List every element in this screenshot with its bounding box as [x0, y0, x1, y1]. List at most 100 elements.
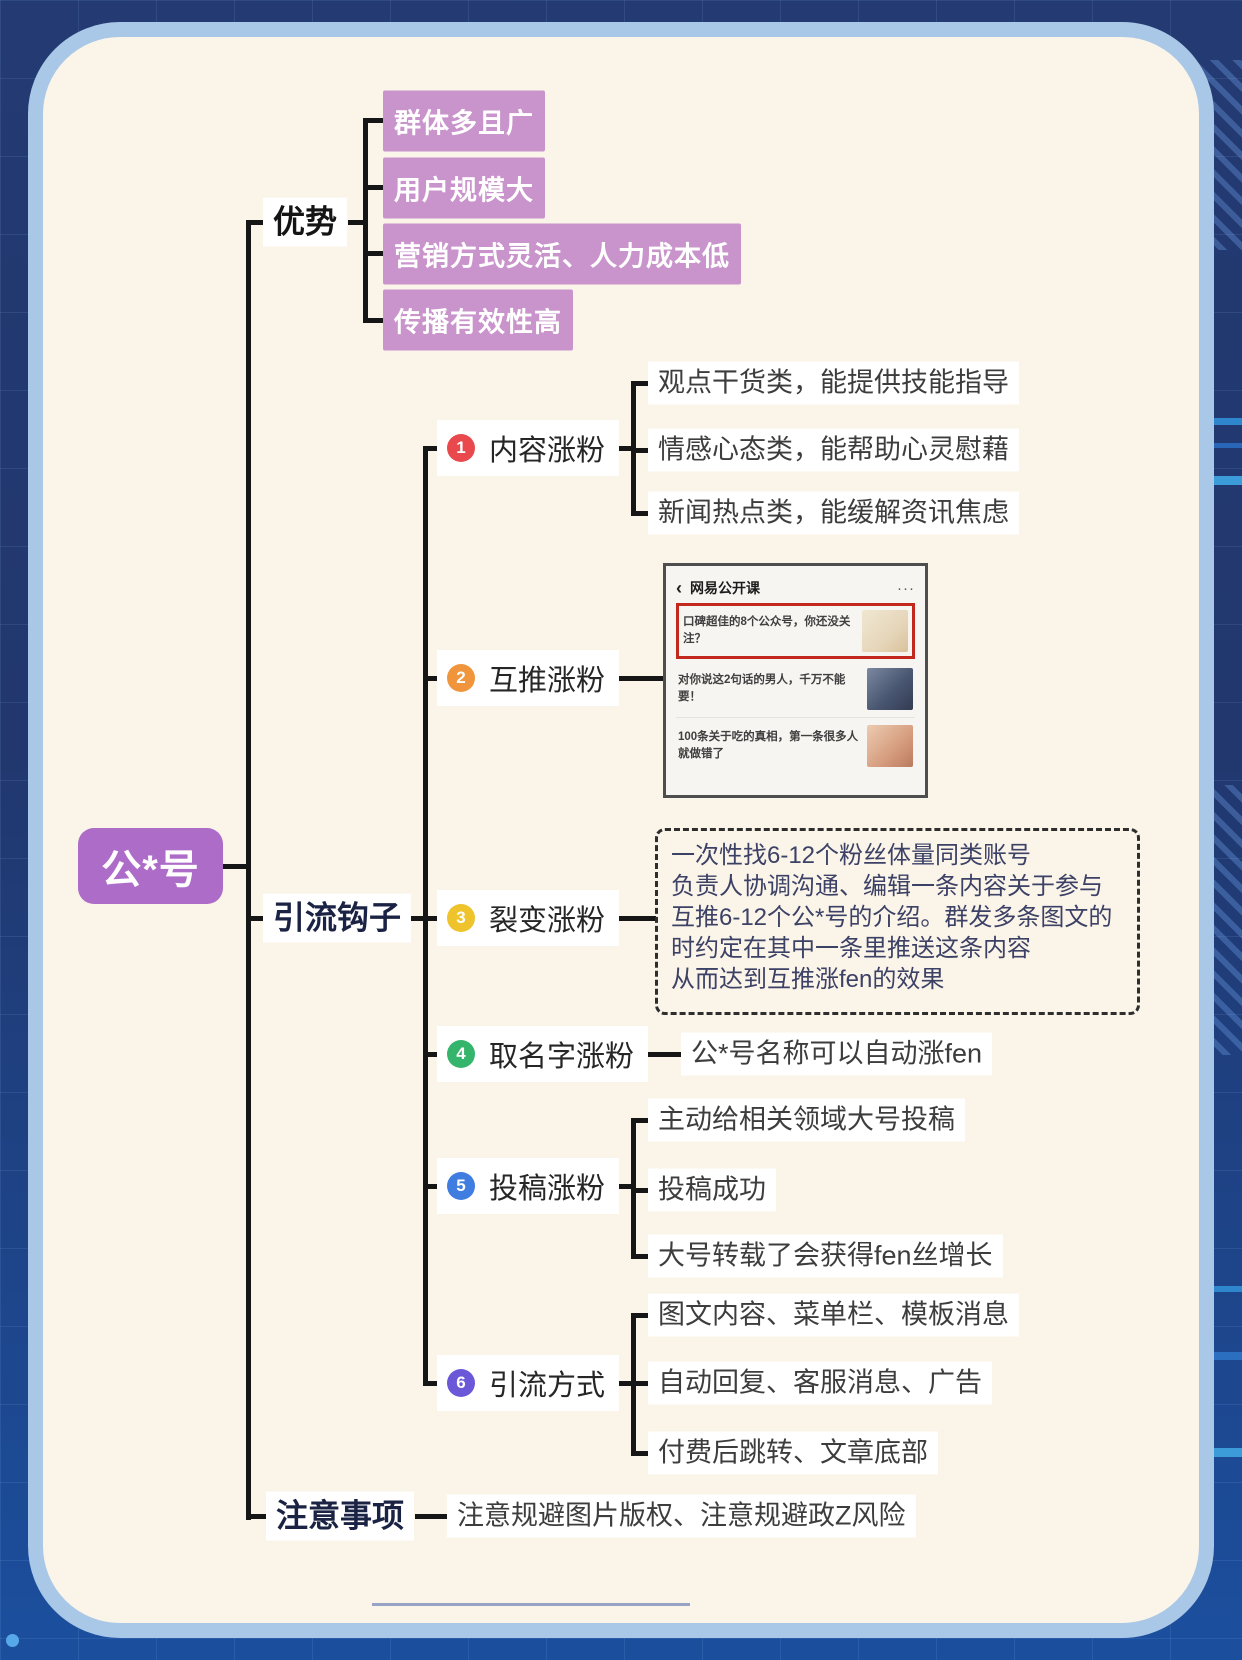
note-line: 从而达到互推涨fen的效果: [671, 966, 945, 993]
leaf-item: 情感心态类，能帮助心灵慰藉: [648, 428, 1019, 472]
leaf-item: 图文内容、菜单栏、模板消息: [648, 1293, 1019, 1337]
branch-naming-growth: 4 取名字涨粉: [437, 1026, 649, 1082]
connector-line: [423, 916, 441, 921]
article-row: 对你说这2句话的男人，千万不能要！: [676, 663, 915, 715]
leaf-item: 大号转载了会获得fen丝增长: [648, 1234, 1003, 1278]
connector-line: [363, 251, 385, 256]
article-thumbnail: [862, 610, 908, 652]
connector-line: [246, 1514, 270, 1519]
note-line: 时约定在其中一条里推送这条内容: [671, 935, 1031, 962]
article-row-highlighted: 口碑超佳的8个公众号，你还没关注？: [676, 603, 915, 659]
connector-line: [606, 676, 664, 681]
connector-line: [246, 220, 268, 225]
connector-line: [246, 916, 266, 921]
connector-line: [606, 1184, 634, 1189]
connector-line: [606, 446, 634, 451]
screenshot-header: ‹ 网易公开课 ···: [676, 575, 915, 601]
back-chevron-icon: ‹: [676, 578, 682, 598]
connector-line: [631, 448, 655, 453]
number-3-badge-icon: 3: [447, 904, 475, 932]
streak-decor: [1214, 1448, 1242, 1457]
connector-line: [606, 916, 656, 921]
streak-decor: [1214, 1352, 1242, 1360]
leaf-item: 公*号名称可以自动涨fen: [681, 1032, 993, 1076]
footer-line: [372, 1603, 690, 1606]
article-title: 口碑超佳的8个公众号，你还没关注？: [683, 616, 851, 645]
connector-line: [631, 1188, 655, 1193]
divider: [676, 717, 915, 718]
connector-line: [246, 220, 251, 1520]
article-row: 100条关于吃的真相，第一条很多人就做错了: [676, 720, 915, 772]
root-node: 公*号: [78, 828, 223, 904]
advantage-item: 群体多且广: [383, 90, 545, 152]
connector-line: [423, 1381, 441, 1386]
streak-decor: [1212, 443, 1242, 448]
advantage-item: 营销方式灵活、人力成本低: [383, 223, 741, 285]
account-title: 网易公开课: [690, 580, 760, 596]
more-dots-icon: ···: [897, 579, 915, 597]
branch-submission-growth: 5 投稿涨粉: [437, 1158, 620, 1214]
number-1-badge-icon: 1: [447, 434, 475, 462]
article-title: 100条关于吃的真相，第一条很多人就做错了: [678, 731, 859, 760]
streak-decor: [1212, 476, 1242, 485]
node-advantages: 优势: [263, 197, 348, 247]
number-5-badge-icon: 5: [447, 1172, 475, 1200]
connector-line: [423, 1052, 441, 1057]
streak-decor: [1212, 418, 1242, 425]
connector-line: [631, 511, 655, 516]
branch-content-growth: 1 内容涨粉: [437, 420, 620, 476]
connector-line: [423, 1184, 441, 1189]
connector-line: [631, 1254, 655, 1259]
connector-line: [631, 1451, 655, 1456]
branch-label: 引流方式: [489, 1370, 606, 1402]
branch-label: 内容涨粉: [489, 435, 606, 467]
number-2-badge-icon: 2: [447, 664, 475, 692]
note-line: 一次性找6-12个粉丝体量同类账号: [671, 842, 1032, 869]
leaf-item: 观点干货类，能提供技能指导: [648, 361, 1019, 405]
wechat-screenshot: ‹ 网易公开课 ··· 口碑超佳的8个公众号，你还没关注？ 对你说这2句话的男人…: [663, 563, 928, 798]
connector-line: [642, 1052, 684, 1057]
root-node-label: 公*号: [101, 848, 200, 892]
leaf-item: 主动给相关领域大号投稿: [648, 1098, 965, 1142]
branch-traffic-methods: 6 引流方式: [437, 1355, 620, 1411]
connector-line: [363, 118, 368, 323]
connector-line: [606, 1381, 634, 1386]
connector-line: [631, 1381, 655, 1386]
node-hooks: 引流钩子: [263, 893, 412, 943]
branch-label: 互推涨粉: [489, 665, 606, 697]
connector-line: [423, 676, 441, 681]
connector-line: [631, 381, 655, 386]
leaf-item: 新闻热点类，能缓解资讯焦虑: [648, 491, 1019, 535]
fission-note-box: 一次性找6-12个粉丝体量同类账号 负责人协调沟通、编辑一条内容关于参与 互推6…: [655, 828, 1140, 1015]
leaf-item: 付费后跳转、文章底部: [648, 1431, 938, 1475]
branch-label: 投稿涨粉: [489, 1173, 606, 1205]
note-line: 互推6-12个公*号的介绍。群发多条图文的: [671, 904, 1113, 931]
advantage-item: 用户规模大: [383, 157, 545, 219]
connector-line: [221, 864, 249, 869]
article-title: 对你说这2句话的男人，千万不能要！: [678, 674, 846, 703]
leaf-item: 自动回复、客服消息、广告: [648, 1361, 992, 1405]
streak-decor: [1214, 1286, 1242, 1292]
dot-decor: [6, 1634, 19, 1647]
number-4-badge-icon: 4: [447, 1040, 475, 1068]
branch-fission-growth: 3 裂变涨粉: [437, 890, 620, 946]
node-notes: 注意事项: [266, 1491, 415, 1541]
branch-label: 裂变涨粉: [489, 905, 606, 937]
connector-line: [415, 1514, 450, 1519]
connector-line: [363, 185, 385, 190]
article-thumbnail: [867, 668, 913, 710]
connector-line: [631, 1313, 655, 1318]
advantage-item: 传播有效性高: [383, 289, 573, 351]
number-6-badge-icon: 6: [447, 1369, 475, 1397]
article-thumbnail: [867, 725, 913, 767]
connector-line: [423, 446, 441, 451]
connector-line: [363, 318, 385, 323]
leaf-item: 投稿成功: [648, 1168, 776, 1212]
branch-mutual-promo: 2 互推涨粉: [437, 650, 620, 706]
connector-line: [631, 1118, 655, 1123]
leaf-item: 注意规避图片版权、注意规避政Z风险: [447, 1494, 916, 1538]
branch-label: 取名字涨粉: [489, 1041, 635, 1073]
connector-line: [363, 118, 385, 123]
connector-line: [398, 916, 428, 921]
